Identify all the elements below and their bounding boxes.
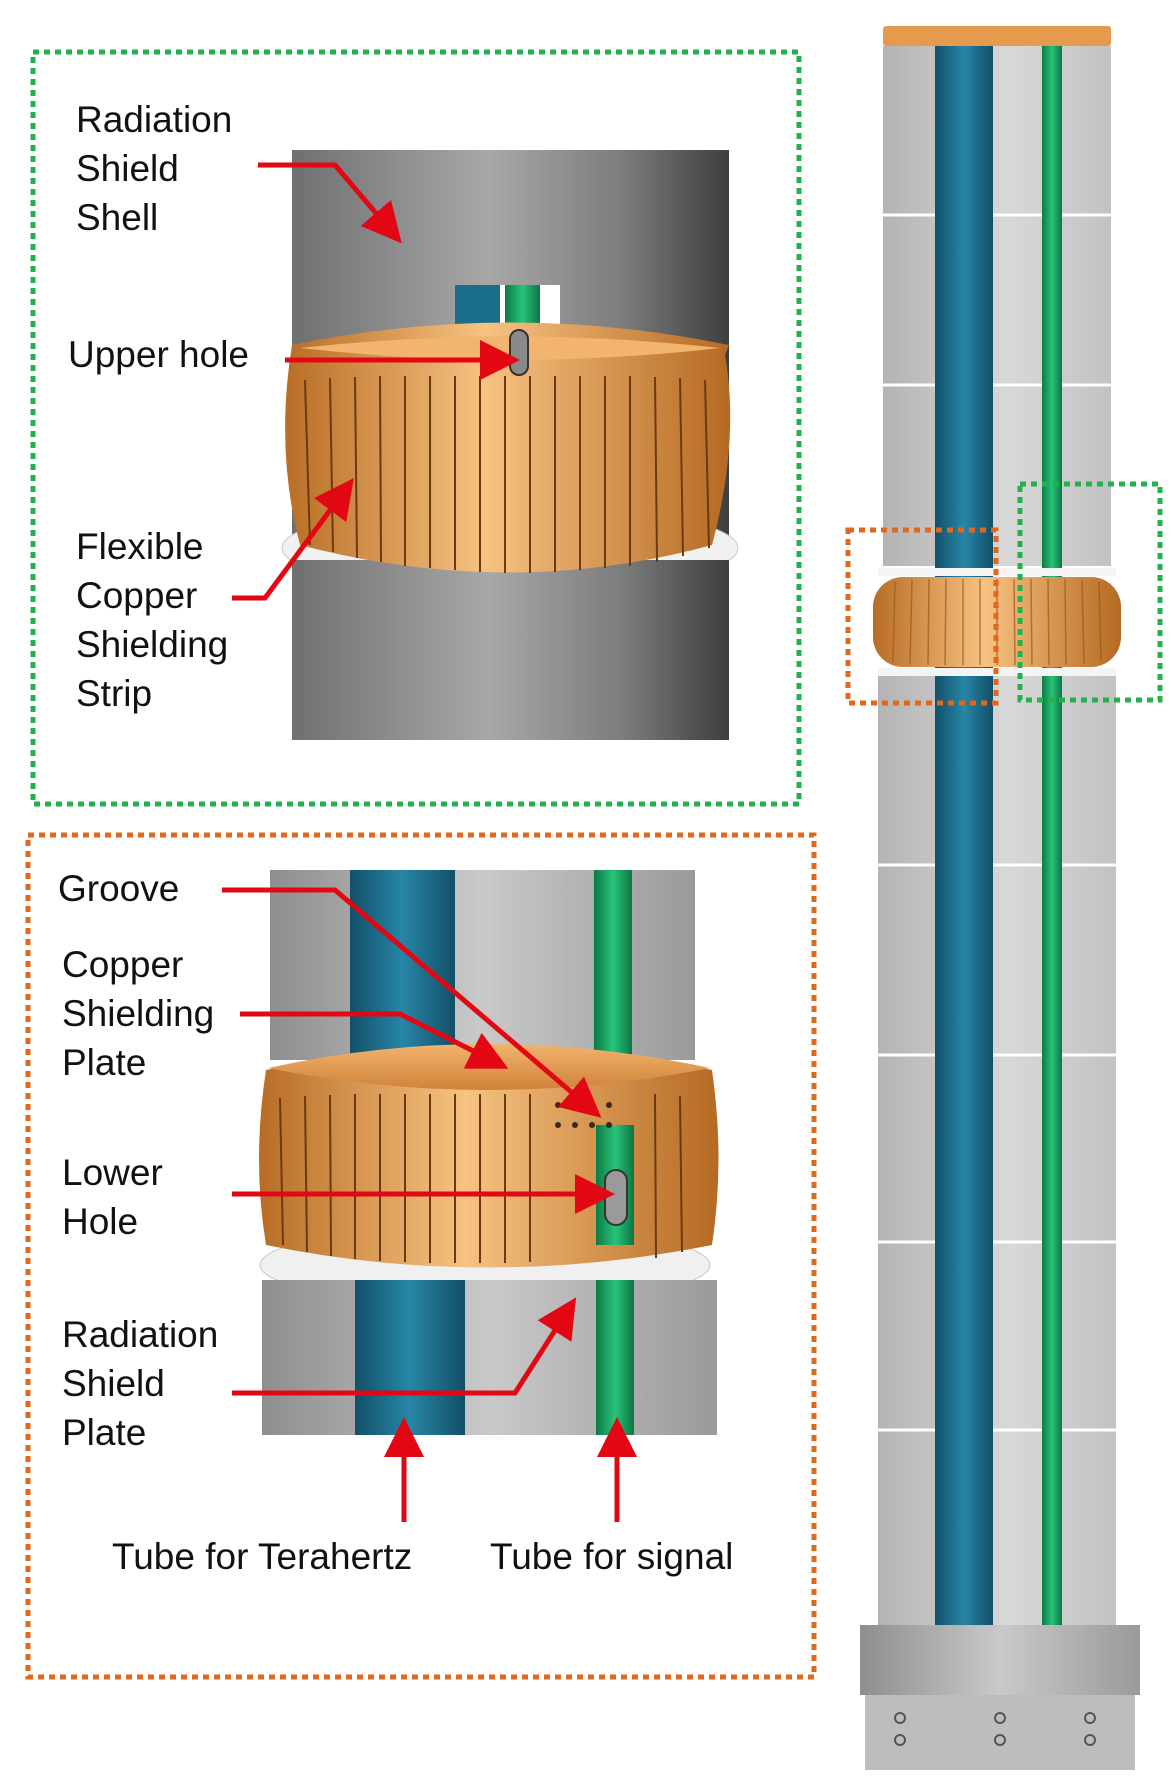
orange-zoom-marker [845,527,999,706]
terahertz-tube-lower [355,1280,465,1435]
label-lower-hole: Lower Hole [62,1152,163,1242]
arrow-radiation-shield-plate [232,1297,577,1396]
terahertz-tube [935,46,993,1706]
signal-tube-upper [594,870,632,1070]
base-bolt-holes [894,1712,1096,1746]
signal-tube [1042,46,1062,1706]
upper-hole-slot [509,329,529,376]
label-tube-terahertz: Tube for Terahertz [112,1536,413,1577]
copper-plate-slits [279,1093,683,1263]
label-groove: Groove [58,868,180,909]
bottom-base [865,1695,1135,1770]
label-radiation-shield-plate: Radiation Shield Plate [62,1314,219,1453]
label-radiation-shield-shell: Radiation Shield Shell [76,99,233,238]
copper-strip-slits [304,375,710,573]
full-insert-assembly [845,26,1163,1770]
label-flexible-copper-strip: Flexible Copper Shielding Strip [76,526,229,714]
top-copper-flange [883,26,1111,46]
shell-column-lower [262,1280,717,1435]
arrow-radiation-shield-shell [258,162,402,244]
flexible-copper-strip-band [285,322,731,573]
signal-tube-lower [596,1280,634,1435]
lower-shell-section [292,560,729,740]
green-zoom-marker [1017,481,1163,703]
terahertz-tube-upper [350,870,455,1070]
lower-hole-slot [604,1169,628,1226]
lower-column-body [878,675,1116,1625]
upper-detail-view [30,49,802,807]
arrow-flexible-copper-strip [232,477,354,601]
lower-detail-view [25,832,817,1680]
column-segment-joints [878,213,1116,1432]
label-copper-shielding-plate: Copper Shielding Plate [62,944,215,1083]
label-upper-hole: Upper hole [68,334,250,375]
bottom-flange [860,1625,1140,1695]
arrow-copper-shielding-plate [240,1011,509,1069]
copper-ring-slits [892,578,1102,666]
label-tube-signal: Tube for signal [490,1536,734,1577]
upper-column-body [883,46,1111,566]
